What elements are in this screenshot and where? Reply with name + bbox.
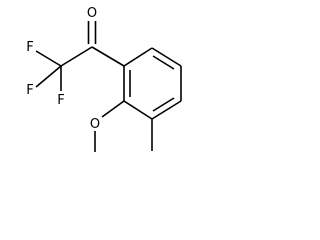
atom-label-fluorine-upper: F (26, 40, 33, 55)
atom-label-fluorine-lower: F (26, 83, 33, 98)
ring-bond-c2-c3 (151, 47, 182, 67)
ring-inner-bond-c4-c5 (152, 97, 175, 112)
bond-cf3-to-f-lower (35, 65, 62, 88)
bond-ring-to-methoxy-o (101, 100, 125, 118)
bond-cf3-to-f-upper (35, 50, 62, 67)
bond-carbonyl-to-ring (91, 46, 125, 67)
chemical-structure-diagram: O F F F O (0, 0, 184, 172)
bond-carbonyl-to-cf3 (60, 46, 93, 67)
ring-bond-c4-c5 (151, 100, 182, 120)
ring-bond-c5-c6 (123, 100, 153, 120)
atom-label-oxygen-methoxy: O (90, 117, 100, 132)
atom-label-fluorine-bottom: F (57, 93, 64, 108)
molecule-drawing: O F F F O (26, 6, 182, 152)
ring-inner-bond-c2-c3 (152, 55, 175, 70)
atom-label-oxygen-carbonyl: O (87, 6, 97, 21)
ring-bond-c1-c2 (123, 47, 153, 67)
